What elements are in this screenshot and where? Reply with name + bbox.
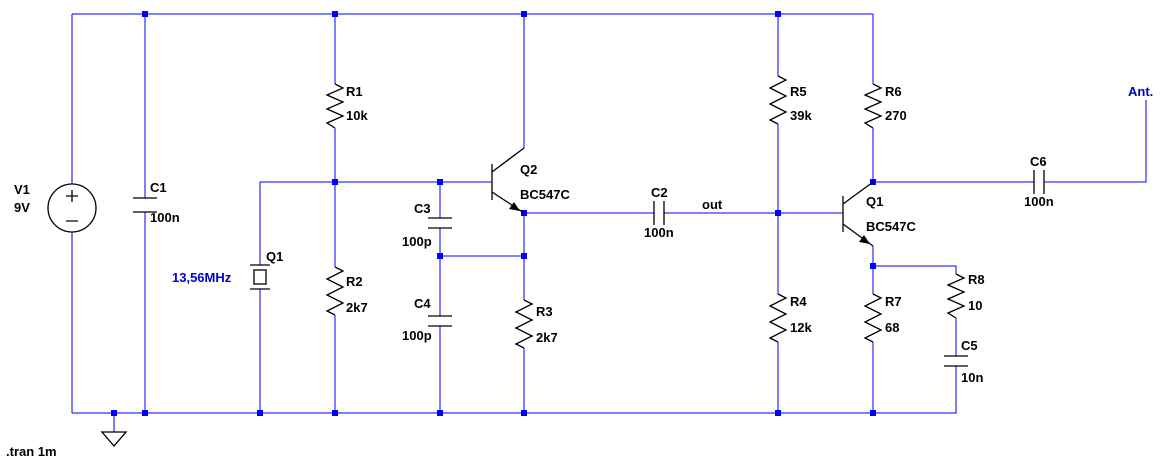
c5-value: 10n <box>961 370 983 385</box>
transistor-q1: Q1 BC547C <box>842 181 916 247</box>
junction <box>437 253 443 259</box>
r1-name: R1 <box>346 84 363 99</box>
r8-name: R8 <box>968 272 985 287</box>
c1-value: 100n <box>150 210 180 225</box>
crystal-q1: Q1 13,56MHz <box>172 249 283 290</box>
resistor-r1: R1 10k <box>325 83 368 129</box>
capacitor-c6: C6 100n <box>1024 154 1054 209</box>
r6-value: 270 <box>885 108 907 123</box>
resistor-r7: R7 68 <box>863 293 902 343</box>
r7-name: R7 <box>885 294 902 309</box>
junction <box>437 179 443 185</box>
junction <box>437 410 443 416</box>
r3-name: R3 <box>536 304 553 319</box>
q2-name: Q2 <box>520 162 537 177</box>
r3-value: 2k7 <box>536 330 558 345</box>
capacitor-c1: C1 100n <box>133 180 180 225</box>
junction <box>111 410 117 416</box>
junctions <box>111 11 876 416</box>
junction <box>257 410 263 416</box>
junction <box>332 410 338 416</box>
transistor-q2: Q2 BC547C <box>491 147 570 214</box>
junction <box>142 410 148 416</box>
r4-name: R4 <box>790 294 807 309</box>
capacitor-c5: C5 10n <box>944 338 983 385</box>
r1-value: 10k <box>346 108 368 123</box>
r2-name: R2 <box>346 274 363 289</box>
junction <box>870 410 876 416</box>
resistor-r4: R4 12k <box>768 293 812 343</box>
capacitor-c4: C4 100p <box>402 296 452 343</box>
c6-name: C6 <box>1030 154 1047 169</box>
r2-value: 2k7 <box>346 300 368 315</box>
net-label-antenna: Ant. <box>1128 84 1153 99</box>
c2-name: C2 <box>651 185 668 200</box>
junction <box>521 11 527 17</box>
junction <box>332 179 338 185</box>
capacitor-c3: C3 100p <box>402 201 452 249</box>
c1-name: C1 <box>150 180 167 195</box>
junction <box>142 11 148 17</box>
c3-value: 100p <box>402 234 432 249</box>
junction <box>775 11 781 17</box>
junction <box>775 410 781 416</box>
v1-name: V1 <box>14 182 30 197</box>
v1-value: 9V <box>14 200 30 215</box>
r5-name: R5 <box>790 84 807 99</box>
r4-value: 12k <box>790 320 812 335</box>
junction <box>521 410 527 416</box>
r5-value: 39k <box>790 108 812 123</box>
c6-value: 100n <box>1024 194 1054 209</box>
c5-name: C5 <box>961 338 978 353</box>
c2-value: 100n <box>644 225 674 240</box>
net-label-out: out <box>702 197 723 212</box>
q1-value: BC547C <box>866 219 916 234</box>
c4-value: 100p <box>402 328 432 343</box>
junction <box>775 210 781 216</box>
r7-value: 68 <box>885 320 899 335</box>
junction <box>521 253 527 259</box>
spice-directive: .tran 1m <box>6 444 57 459</box>
crystal-value: 13,56MHz <box>172 270 232 285</box>
c3-name: C3 <box>414 201 431 216</box>
junction <box>870 263 876 269</box>
crystal-name: Q1 <box>266 249 283 264</box>
wires <box>71 13 1147 432</box>
resistor-r3: R3 2k7 <box>514 299 558 349</box>
junction <box>332 11 338 17</box>
r6-name: R6 <box>885 84 902 99</box>
resistor-r2: R2 2k7 <box>325 266 368 316</box>
resistor-r8: R8 10 <box>946 272 985 319</box>
resistor-r5: R5 39k <box>768 75 812 125</box>
ground-symbol <box>100 431 128 447</box>
q1-name: Q1 <box>866 194 883 209</box>
voltage-source-v1: V1 9V <box>14 182 97 233</box>
r8-value: 10 <box>968 298 982 313</box>
c4-name: C4 <box>414 296 431 311</box>
resistor-r6: R6 270 <box>863 83 907 129</box>
q2-value: BC547C <box>520 187 570 202</box>
capacitor-c2: C2 100n <box>644 185 674 240</box>
